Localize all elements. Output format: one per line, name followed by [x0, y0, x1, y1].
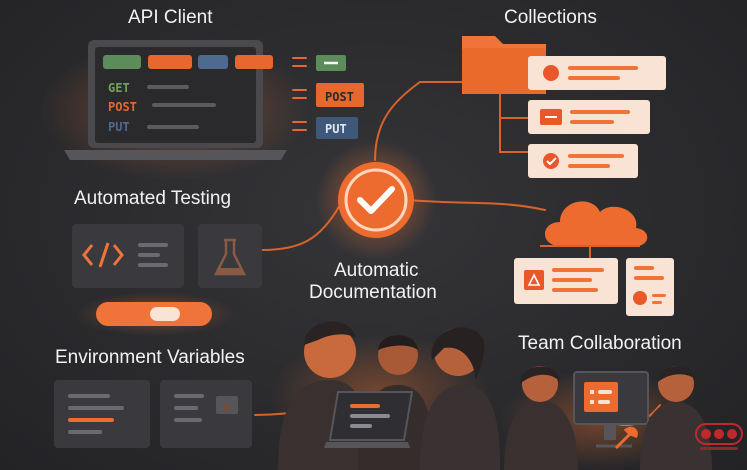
environment-variables-title: Environment Variables [55, 347, 245, 368]
folder-icon [462, 36, 546, 94]
doc-card-1 [514, 258, 618, 304]
automated-testing-title: Automated Testing [74, 188, 232, 209]
automatic-documentation-title-line1: Automatic [334, 260, 419, 281]
env-card-2 [160, 380, 252, 448]
collection-item-3 [528, 144, 638, 178]
collection-item-1 [528, 56, 666, 90]
collections-title: Collections [504, 7, 597, 28]
post-badge-label: POST [325, 90, 354, 104]
method-get-label: GET [108, 81, 130, 95]
check-icon [316, 140, 436, 260]
collection-item-2 [528, 100, 650, 134]
request-badges [292, 55, 364, 139]
people-icon [270, 321, 500, 470]
method-put-label: PUT [108, 120, 130, 134]
automatic-documentation-title-line2: Documentation [309, 282, 437, 303]
code-icon [72, 224, 184, 288]
laptop-icon [40, 40, 310, 180]
toggle-icon [75, 292, 235, 336]
env-card-1 [54, 380, 150, 448]
put-badge-label: PUT [325, 122, 347, 136]
flask-icon [198, 224, 262, 288]
method-post-label: POST [108, 100, 137, 114]
api-client-title: API Client [128, 7, 213, 28]
watermark-logo [695, 423, 743, 450]
doc-card-2 [626, 258, 674, 316]
team-collaboration-title: Team Collaboration [518, 333, 682, 354]
team-icon [500, 365, 712, 470]
cloud-icon [540, 201, 648, 247]
